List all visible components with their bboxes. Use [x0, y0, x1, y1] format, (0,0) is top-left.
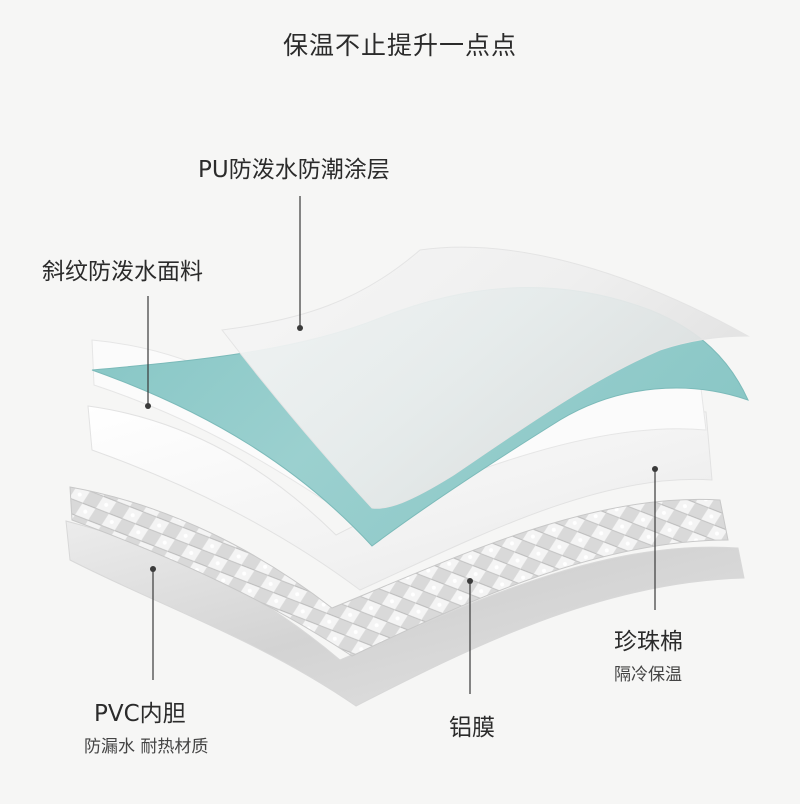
leader-dot-foil	[467, 578, 473, 584]
label-aluminum-film: 铝膜	[449, 715, 495, 741]
label-pearl-cotton-feature: 隔冷保温	[614, 665, 682, 685]
leader-dot-pu	[297, 325, 303, 331]
label-pu-coating: PU防泼水防潮涂层	[198, 157, 390, 183]
label-pvc-liner: PVC内胆	[94, 701, 186, 727]
leader-dot-fabric	[145, 403, 151, 409]
leader-dot-pvc	[150, 566, 156, 572]
leader-dot-pearl	[652, 466, 658, 472]
page-title: 保温不止提升一点点	[282, 31, 517, 60]
label-pearl-cotton: 珍珠棉	[614, 629, 683, 655]
label-twill-fabric: 斜纹防泼水面料	[42, 259, 203, 285]
label-pvc-liner-feature: 防漏水 耐热材质	[84, 737, 209, 757]
pearl-cotton-layer	[87, 405, 713, 591]
aluminum-foil-layer	[69, 486, 729, 657]
pvc-liner-layer	[65, 520, 745, 707]
pu-coating-layer	[221, 246, 750, 509]
